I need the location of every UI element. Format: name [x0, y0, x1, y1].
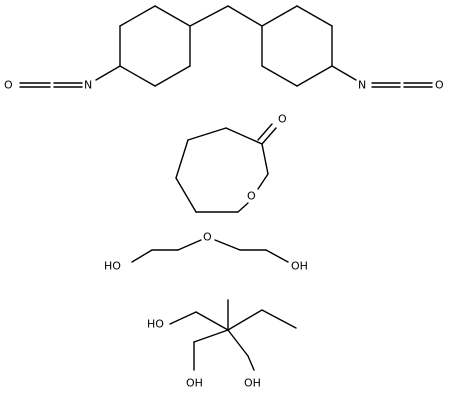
- molecule-trimethylolpropane: HO OH OH: [147, 299, 297, 390]
- atom-label-o: O: [435, 79, 444, 92]
- atom-label-o: O: [4, 79, 13, 92]
- carbonyl-group: O: [257, 113, 287, 145]
- molecule-caprolactone: O O: [175, 113, 287, 213]
- left-isocyanate-group: N O: [4, 65, 121, 92]
- atom-label-ho: HO: [147, 318, 164, 331]
- oxepane-ring: [175, 127, 269, 213]
- atom-label-ho: HO: [104, 260, 121, 273]
- atom-label-o: O: [203, 231, 212, 244]
- atom-label-oh: OH: [244, 377, 261, 390]
- atom-label-oh: OH: [186, 377, 203, 390]
- atom-label-o: O: [278, 113, 287, 126]
- left-cyclohexane-ring: [119, 5, 191, 87]
- methylene-bridge: [189, 5, 263, 27]
- atom-label-n: N: [84, 79, 92, 92]
- right-isocyanate-group: N O: [331, 65, 444, 92]
- atom-label-n: N: [358, 79, 366, 92]
- atom-label-oh: OH: [291, 260, 308, 273]
- molecule-diethylene-glycol: HO O OH: [104, 231, 308, 273]
- atom-label-o: O: [247, 190, 256, 203]
- molecule-hmdi: N O N O: [4, 5, 444, 92]
- right-cyclohexane-ring: [261, 5, 333, 87]
